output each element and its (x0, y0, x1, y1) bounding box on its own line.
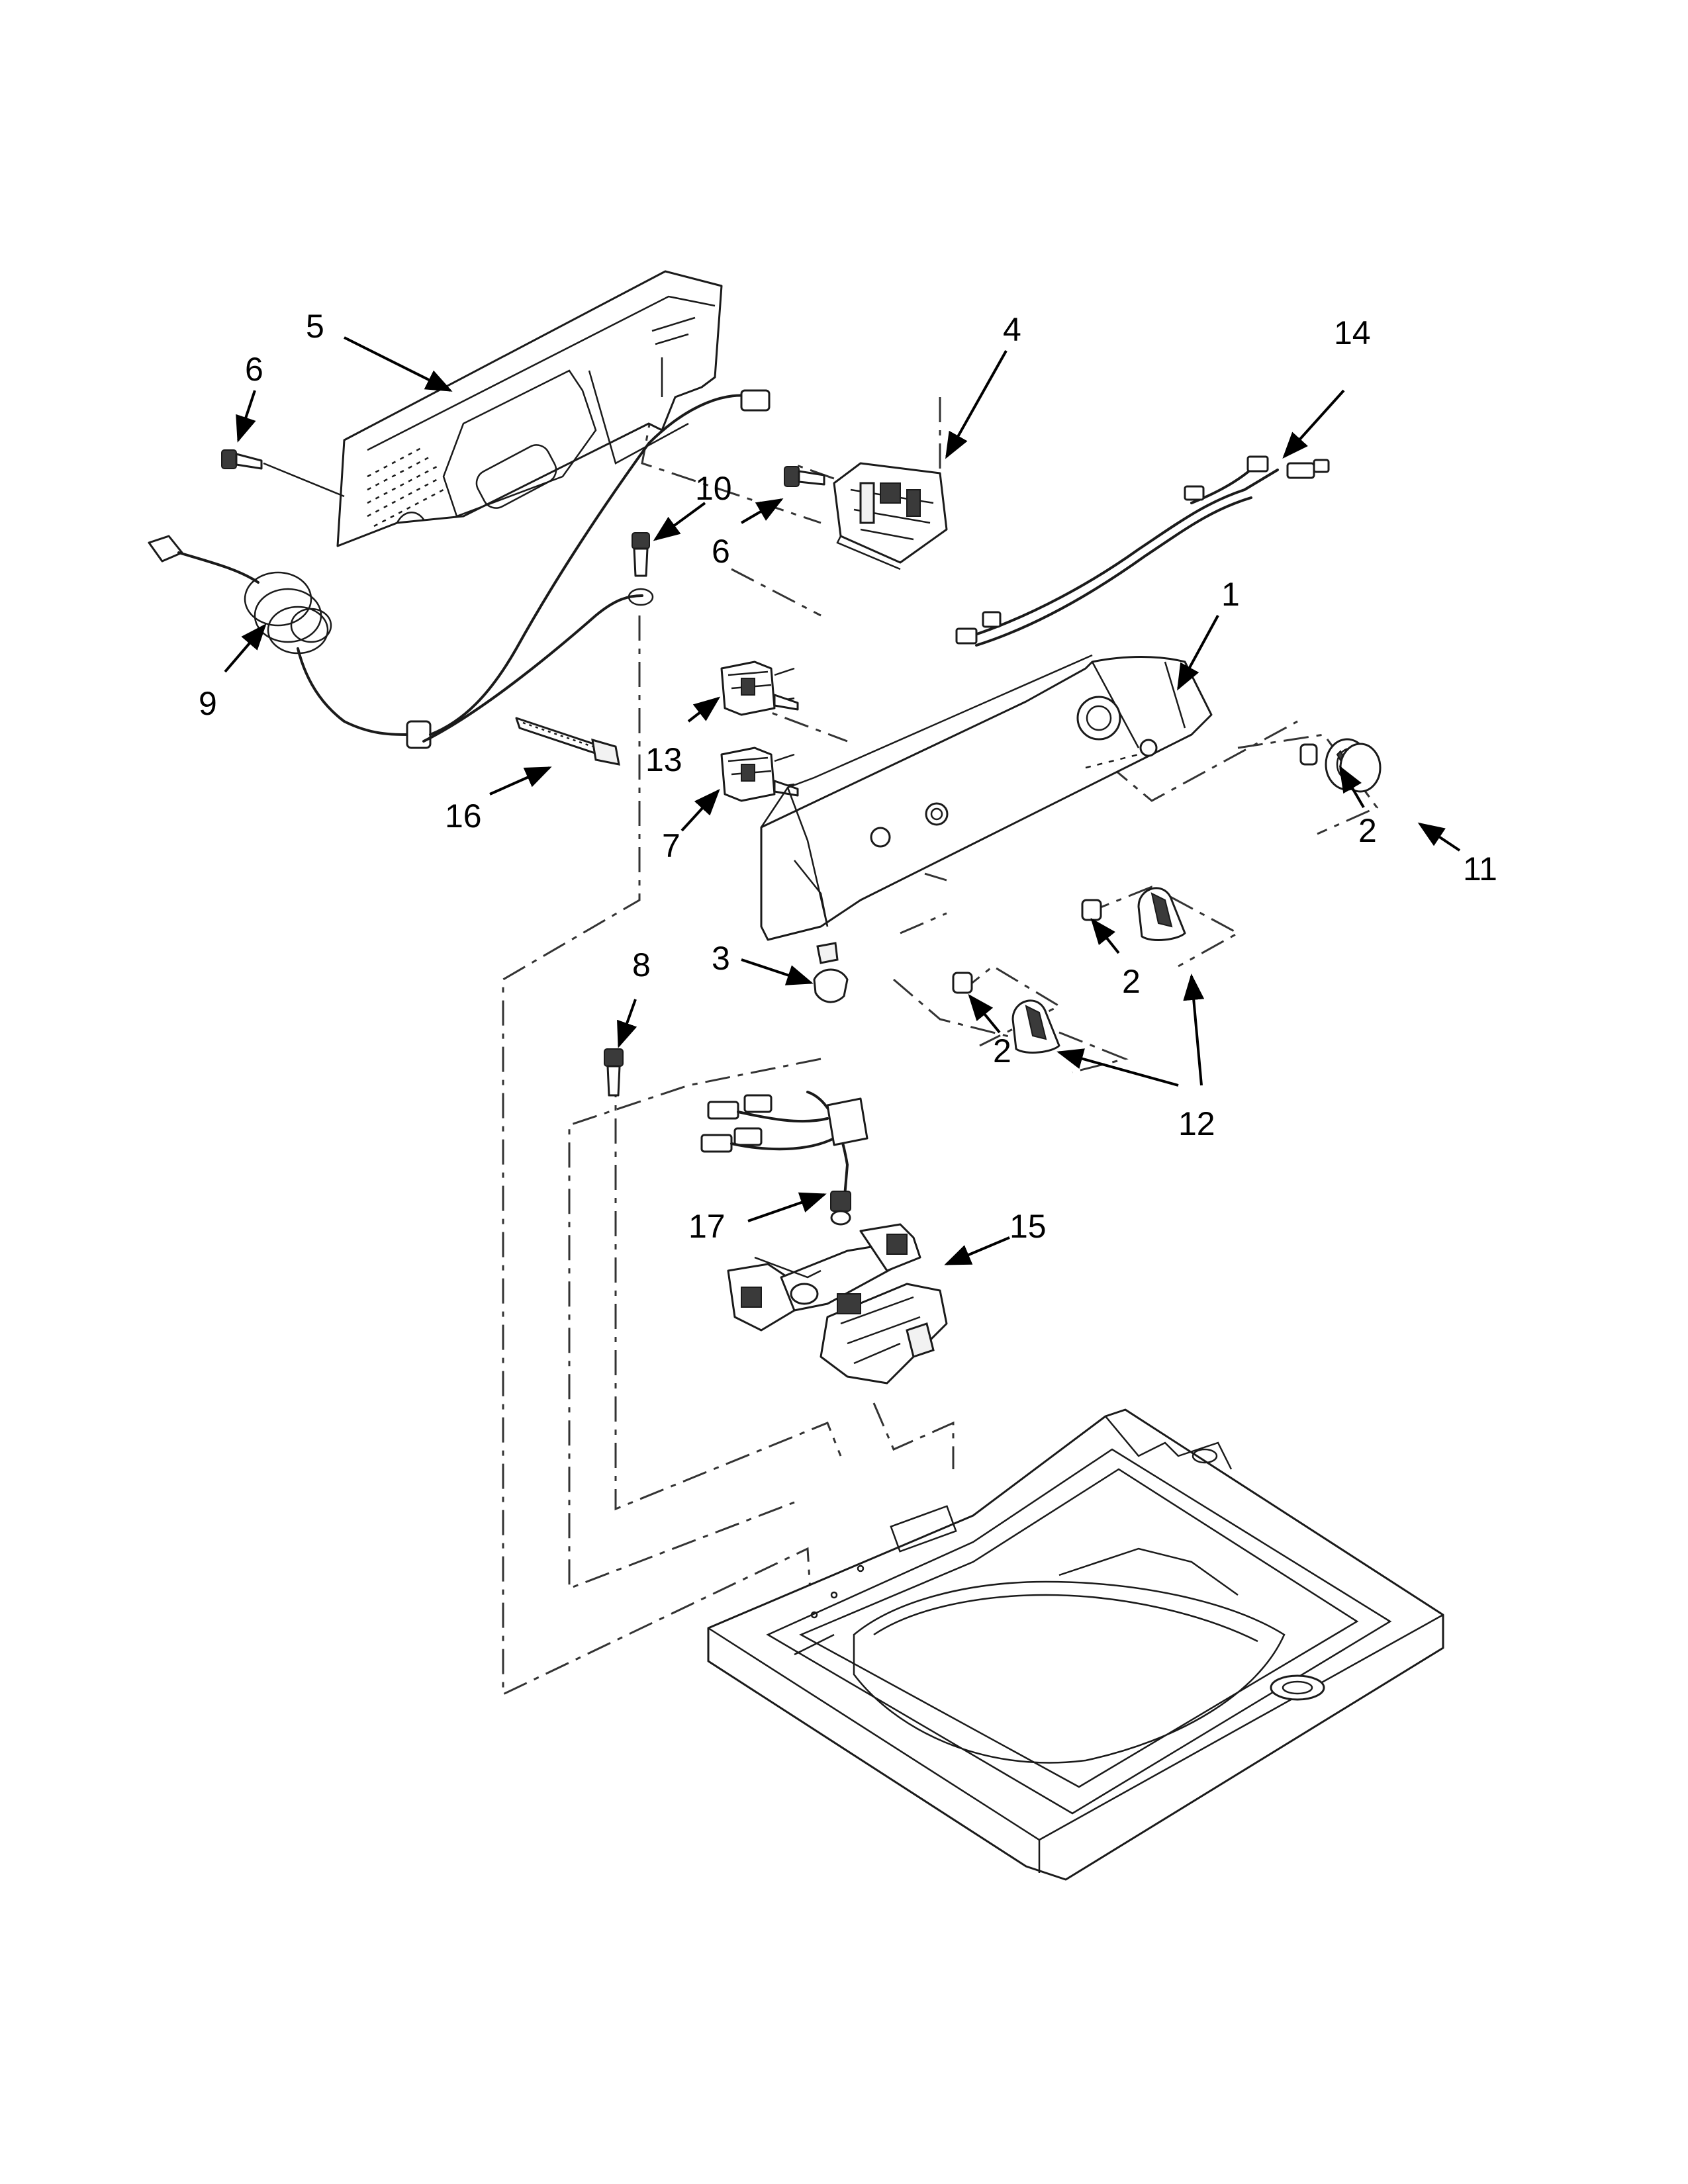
callout-15: 15 (1009, 1208, 1047, 1245)
wire-harness (955, 455, 1330, 647)
cable-tie (515, 717, 620, 766)
control-board (833, 462, 948, 570)
callout-13: 13 (645, 741, 682, 778)
callout-16: 16 (445, 797, 482, 835)
callout-2: 2 (1122, 963, 1141, 1000)
leader-arrows (224, 336, 1461, 1265)
ground-screw (632, 532, 650, 577)
vent-holes (367, 445, 444, 527)
callout-12: 12 (1178, 1105, 1215, 1142)
callout-2: 2 (1358, 812, 1377, 849)
screw-bottom (604, 1048, 624, 1097)
insert-center (1081, 899, 1102, 921)
washer-top (707, 1408, 1444, 1881)
callout-1: 1 (1221, 576, 1240, 613)
callout-7: 7 (662, 827, 680, 864)
insert-left (952, 972, 973, 994)
callout-2: 2 (993, 1032, 1011, 1069)
callout-6: 6 (245, 351, 263, 388)
callout-17: 17 (688, 1208, 726, 1245)
valve-harness (700, 1091, 868, 1226)
insert-right (1299, 743, 1318, 766)
callout-10: 10 (695, 470, 732, 507)
callout-6: 6 (712, 533, 730, 570)
water-valve (727, 1223, 948, 1385)
callout-labels: 5 6 4 14 10 6 9 1 13 7 16 3 8 2 11 2 2 1… (199, 308, 1497, 1245)
callout-11: 11 (1463, 850, 1497, 887)
callout-4: 4 (1003, 311, 1021, 348)
callout-5: 5 (306, 308, 324, 345)
switch-upper (720, 660, 799, 716)
switch-lower (720, 747, 799, 802)
console-housing (760, 654, 1213, 964)
knob-left (1011, 999, 1060, 1054)
callout-9: 9 (199, 685, 217, 722)
knob-center (1137, 887, 1186, 941)
screw-board (784, 466, 825, 487)
power-cord (148, 389, 771, 749)
clip (813, 968, 849, 1003)
callout-14: 14 (1334, 314, 1371, 351)
rear-console-panel (336, 270, 723, 547)
knob-right (1325, 738, 1382, 793)
callout-8: 8 (632, 946, 651, 983)
screw-left (221, 449, 345, 498)
callout-3: 3 (712, 940, 730, 977)
